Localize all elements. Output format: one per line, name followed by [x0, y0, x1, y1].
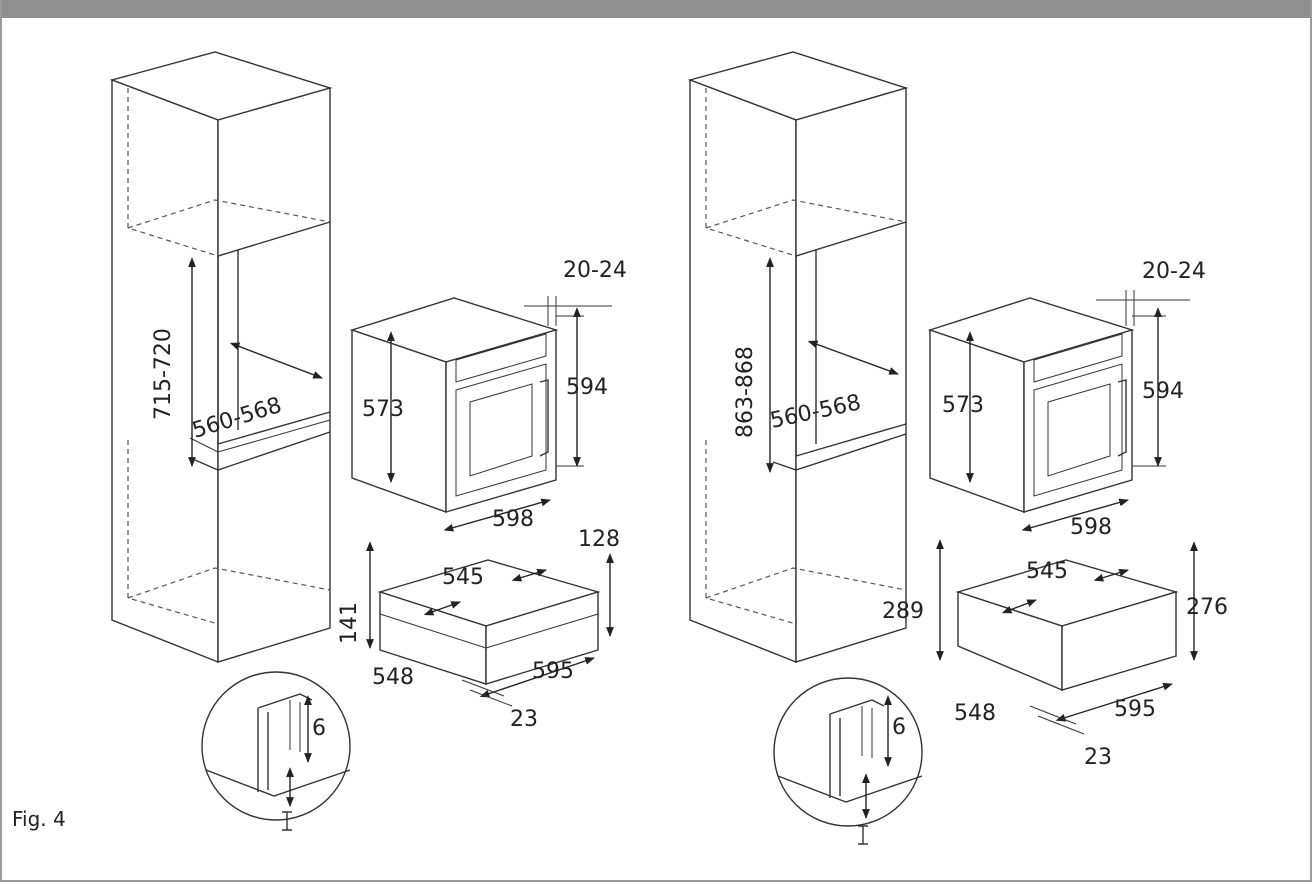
right-oven-window: [1047, 383, 1111, 477]
right-oven-width-label: 598: [1070, 515, 1112, 540]
right-drawer-front: [1061, 591, 1177, 691]
left-oven-width-label: 598: [492, 507, 534, 532]
left-oven-gap-label: 20-24: [563, 258, 627, 283]
left-cabinet-height-label: 715-720: [151, 328, 176, 420]
right-oven-height-label: 594: [1142, 379, 1184, 404]
right-cabinet-lower-front: [795, 423, 907, 663]
left-oven-inner-height-label: 573: [362, 397, 404, 422]
right-oven-side: [929, 329, 1025, 513]
left-border: [0, 0, 2, 882]
right-tall-cabinet: [687, 51, 909, 664]
right-cabinet-depth-arrow: [807, 340, 899, 375]
left-oven-front: [445, 329, 557, 513]
left-oven-width-arrow: [443, 498, 551, 532]
left-drawer-height-label: 141: [337, 602, 362, 644]
left-detail-circle: 6: [201, 671, 351, 831]
left-detail-gap-label: 6: [312, 716, 326, 741]
right-cabinet-height-label: 863-868: [733, 346, 758, 438]
right-oven: [927, 297, 1135, 513]
left-drawer-depth-arrow-a: [423, 601, 461, 616]
right-oven-handle: [1117, 379, 1127, 457]
left-oven-height-label: 594: [566, 375, 608, 400]
right-drawer-front-label: 23: [1084, 745, 1112, 770]
figure-label: Fig. 4: [12, 807, 66, 831]
right-drawer-depth-arrow-b: [1093, 568, 1129, 582]
right-assembly: 863-868 560-568 573 594 20-24 598: [687, 51, 1228, 845]
left-drawer-width-arrow: [479, 657, 595, 698]
right-oven-width-arrow: [1021, 498, 1129, 532]
left-oven-door: [455, 363, 547, 497]
right-oven-door: [1033, 363, 1123, 497]
right-oven-control-panel: [1033, 333, 1123, 383]
left-oven-control-panel: [455, 333, 547, 383]
left-drawer-top-gap-label: 128: [578, 527, 620, 552]
right-drawer-depth-arrow-a: [1001, 599, 1037, 614]
right-drawer-width-label: 595: [1114, 697, 1156, 722]
left-cabinet-lower-front: [217, 411, 331, 663]
left-tall-cabinet: [109, 51, 333, 664]
left-drawer-depth-label: 545: [442, 565, 484, 590]
left-assembly: 715-720 560-568 573 594 20-24 598: [109, 51, 627, 831]
right-drawer-width-arrow: [1055, 682, 1173, 722]
left-oven-window: [469, 383, 533, 477]
bottom-border: [0, 880, 1312, 882]
left-oven-handle: [539, 379, 549, 457]
left-drawer-width-label: 595: [532, 659, 574, 684]
left-oven: [349, 297, 559, 513]
right-drawer-depth-label: 545: [1026, 559, 1068, 584]
right-oven-front: [1023, 329, 1133, 513]
right-oven-gap-label: 20-24: [1142, 259, 1206, 284]
right-detail-gap-label: 6: [892, 715, 906, 740]
top-bar: [0, 0, 1312, 18]
right-drawer-side-label: 548: [954, 701, 996, 726]
right-border: [1310, 0, 1312, 882]
left-cabinet-depth-arrow: [229, 342, 323, 379]
right-detail-circle: 6: [773, 677, 923, 845]
right-oven-inner-height-label: 573: [942, 393, 984, 418]
left-drawer-side-label: 548: [372, 665, 414, 690]
left-drawer-depth-arrow-b: [511, 568, 547, 582]
right-drawer-right-height-label: 276: [1186, 595, 1228, 620]
left-drawer-front-label: 23: [510, 707, 538, 732]
right-drawer-height-label: 289: [882, 599, 924, 624]
